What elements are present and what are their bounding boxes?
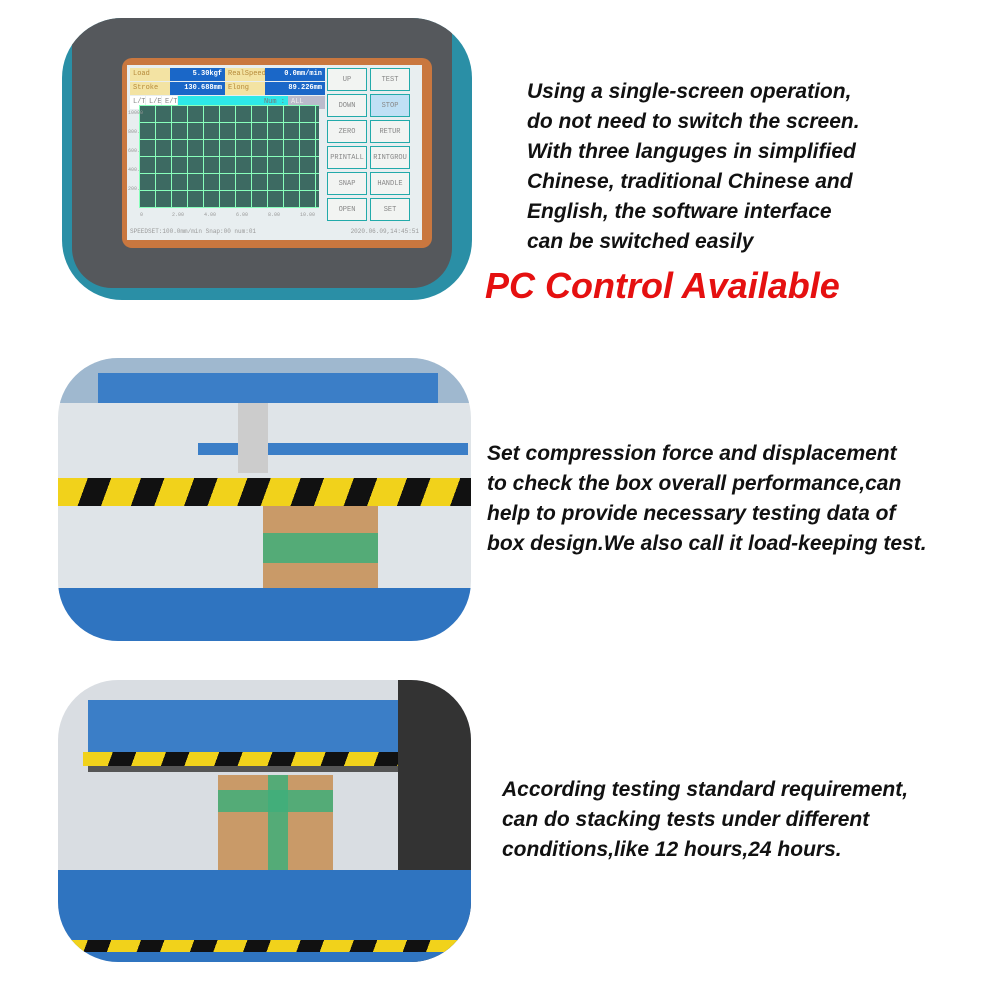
- field-label: Load: [130, 68, 170, 81]
- description-line: According testing standard requirement,: [502, 778, 909, 801]
- y-tick-label: 200.: [128, 186, 141, 192]
- pc-control-headline: PC Control Available: [485, 265, 840, 306]
- compression-test-photo: [58, 358, 471, 641]
- screen-button[interactable]: UP: [327, 68, 367, 91]
- section2-description: Set compression force and displacement to…: [487, 439, 927, 559]
- field-label: Elong: [225, 82, 265, 95]
- field-value: 5.30kgf: [170, 68, 225, 81]
- field-value: 0.0mm/min: [265, 68, 325, 81]
- y-tick-label: 400.: [128, 167, 141, 173]
- y-tick-label: 800.: [128, 129, 141, 135]
- description-line: Set compression force and displacement: [487, 442, 897, 465]
- description-line: box design.We also call it load-keeping …: [487, 532, 927, 555]
- screen-button[interactable]: HANDLE: [370, 172, 410, 195]
- screen-button[interactable]: PRINTALL: [327, 146, 367, 169]
- screen-button[interactable]: SNAP: [327, 172, 367, 195]
- field-value: 130.688mm: [170, 82, 225, 95]
- description-line: With three languges in simplified: [527, 140, 856, 163]
- description-line: can do stacking tests under different: [502, 808, 870, 831]
- field-value: 89.226mm: [265, 82, 325, 95]
- screen-button[interactable]: RETUR: [370, 120, 410, 143]
- stacking-test-photo: [58, 680, 471, 962]
- screen-button[interactable]: ZERO: [327, 120, 367, 143]
- screen-button[interactable]: TEST: [370, 68, 410, 91]
- chart-plot-area: [139, 105, 319, 208]
- description-line: English, the software interface: [527, 200, 832, 223]
- description-line: conditions,like 12 hours,24 hours.: [502, 838, 842, 861]
- description-line: Using a single-screen operation,: [527, 80, 852, 103]
- description-line: to check the box overall performance,can: [487, 472, 902, 495]
- status-text: SPEEDSET:100.0mm/min Snap:00 num:01: [130, 228, 257, 235]
- screen-button[interactable]: RINTGROU: [370, 146, 410, 169]
- field-label: RealSpeed: [225, 68, 265, 81]
- screen-button[interactable]: OPEN: [327, 198, 367, 221]
- x-tick-label: 2.00: [172, 212, 185, 218]
- description-line: do not need to switch the screen.: [527, 110, 860, 133]
- description-line: help to provide necessary testing data o…: [487, 502, 896, 525]
- x-tick-label: 8.00: [268, 212, 281, 218]
- x-tick-label: 6.00: [236, 212, 249, 218]
- x-tick-label: 0: [140, 212, 144, 218]
- datetime: 2020.06.09,14:45:51: [350, 228, 419, 235]
- section1-description: Using a single-screen operation, do not n…: [527, 77, 860, 257]
- touch-screen: Load 5.30kgf RealSpeed 0.0mm/min Stroke …: [127, 65, 422, 240]
- field-label: Stroke: [130, 82, 170, 95]
- section3-description: According testing standard requirement, c…: [502, 775, 908, 865]
- x-tick-label: 10.00: [300, 212, 316, 218]
- screen-button[interactable]: STOP: [370, 94, 410, 117]
- description-line: Chinese, traditional Chinese and: [527, 170, 853, 193]
- screen-button[interactable]: DOWN: [327, 94, 367, 117]
- y-tick-label: 600.: [128, 148, 141, 154]
- control-screen-photo: Load 5.30kgf RealSpeed 0.0mm/min Stroke …: [62, 18, 472, 300]
- screen-button[interactable]: SET: [370, 198, 410, 221]
- description-line: can be switched easily: [527, 230, 754, 253]
- x-tick-label: 4.00: [204, 212, 217, 218]
- y-tick-label: 10000: [128, 110, 144, 116]
